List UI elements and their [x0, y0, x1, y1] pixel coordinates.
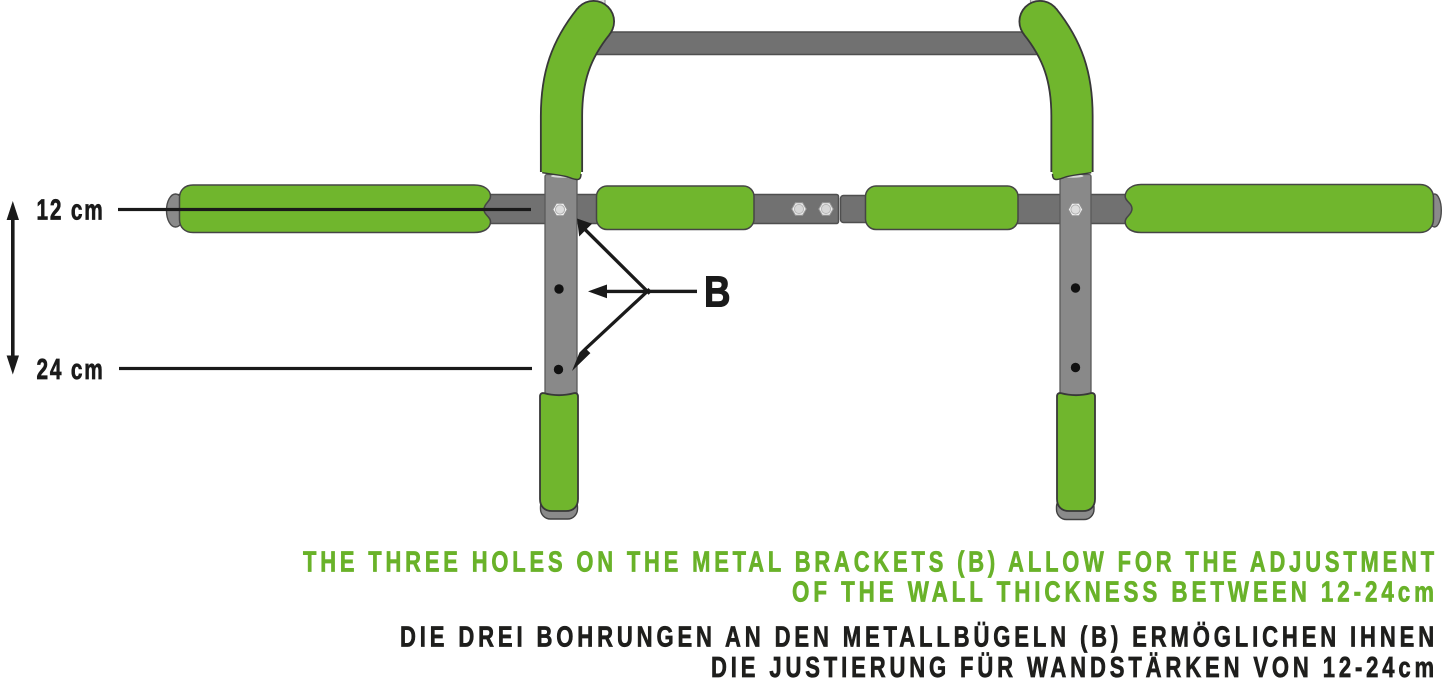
svg-text:24 cm: 24 cm	[37, 354, 105, 386]
svg-text:DIE JUSTIERUNG FÜR WANDSTÄRKEN: DIE JUSTIERUNG FÜR WANDSTÄRKEN VON 12-24…	[711, 652, 1438, 684]
svg-text:THE THREE HOLES ON THE METAL B: THE THREE HOLES ON THE METAL BRACKETS (B…	[303, 547, 1438, 579]
svg-text:B: B	[704, 268, 731, 317]
svg-text:12 cm: 12 cm	[37, 195, 105, 227]
svg-text:OF THE WALL THICKNESS BETWEEN: OF THE WALL THICKNESS BETWEEN 12-24cm	[792, 577, 1438, 609]
svg-text:DIE DREI BOHRUNGEN AN DEN META: DIE DREI BOHRUNGEN AN DEN METALLBÜGELN (…	[400, 622, 1438, 654]
